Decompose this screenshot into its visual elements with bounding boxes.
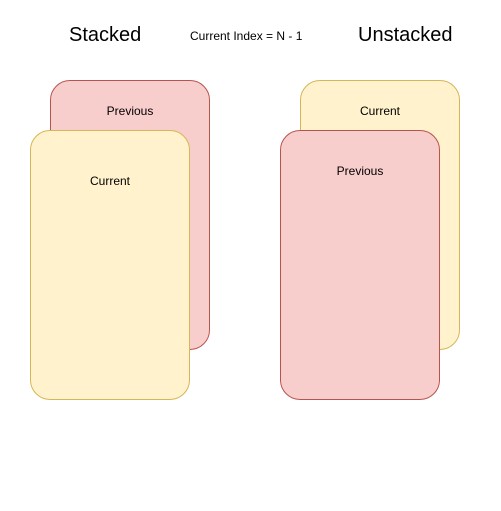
stacked-current-card: Current bbox=[30, 130, 190, 400]
unstacked-current-label: Current bbox=[359, 104, 400, 118]
stacked-current-label: Current bbox=[89, 174, 130, 188]
unstacked-previous-label: Previous bbox=[336, 164, 384, 178]
unstacked-previous-card: Previous bbox=[280, 130, 440, 400]
current-index-caption: Current Index = N - 1 bbox=[190, 29, 303, 43]
unstacked-heading: Unstacked bbox=[358, 24, 453, 46]
stacked-heading: Stacked bbox=[69, 24, 142, 46]
stacked-previous-label: Previous bbox=[106, 104, 154, 118]
